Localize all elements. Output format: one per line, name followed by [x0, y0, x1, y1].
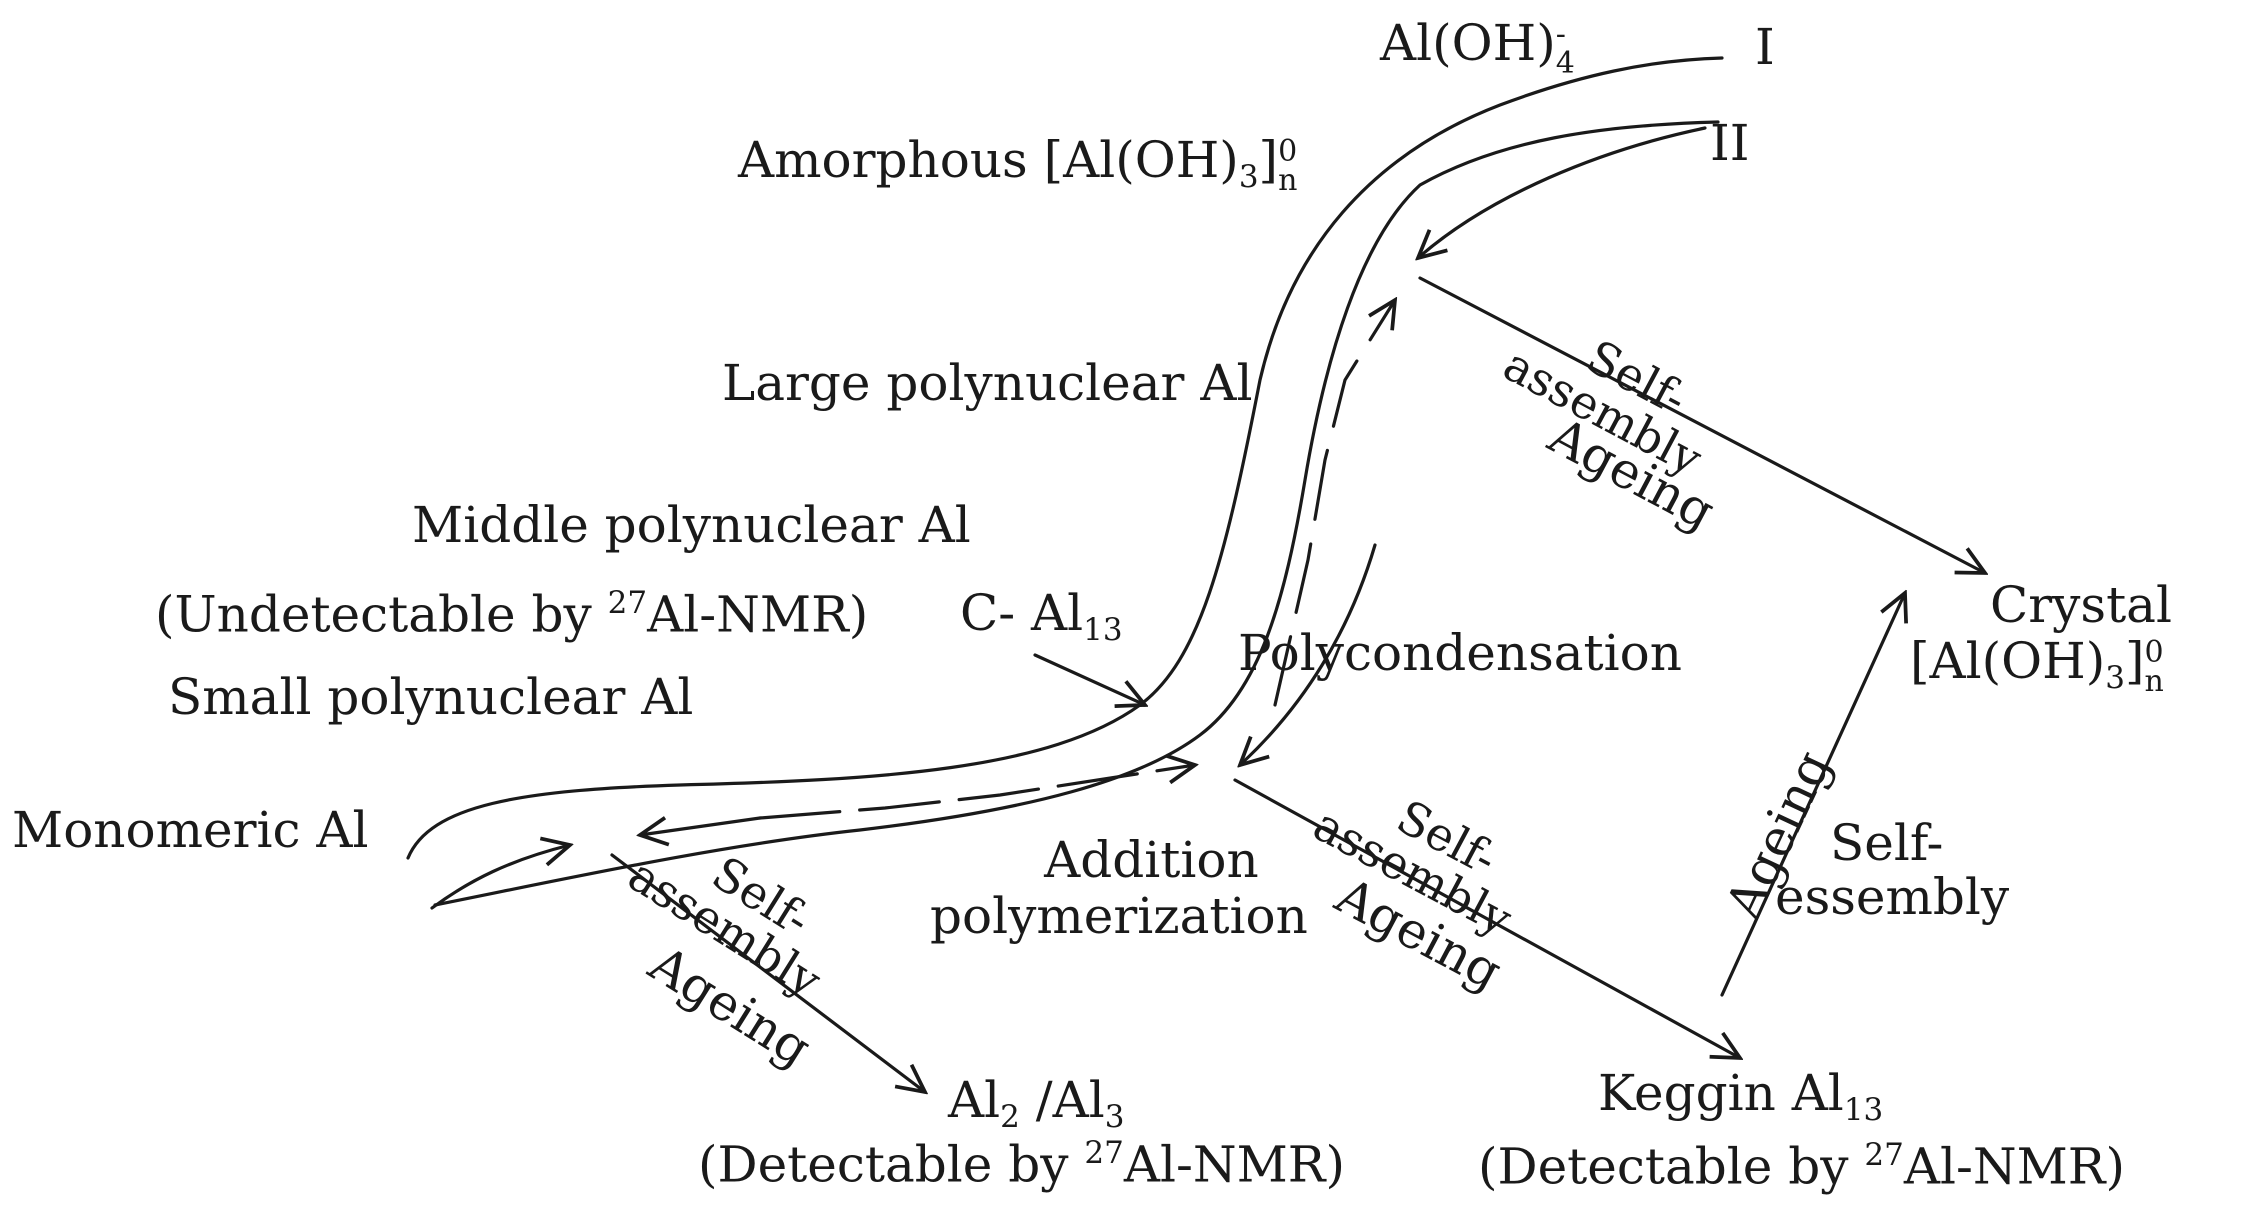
amorphous-charge: 0: [1278, 134, 1298, 169]
keggin-prefix: Keggin Al: [1598, 1064, 1844, 1122]
pathway-I-label: I: [1755, 18, 1775, 76]
aluminate-script: -4: [1555, 17, 1575, 81]
keggin-sub: 13: [1843, 1091, 1884, 1128]
to-al2-al3-arrow: [610, 853, 925, 1092]
al2-prefix: Al: [948, 1071, 1001, 1129]
detectable-right-prefix: (Detectable by: [1478, 1137, 1865, 1196]
addition-polymerization-label: Addition polymerization: [930, 831, 1308, 941]
crystal-sub: 3: [2105, 659, 2125, 696]
crystal-bracket: ]: [2124, 632, 2145, 690]
detectable-left-note: (Detectable by 27Al-NMR): [698, 1138, 1345, 1190]
al2-sub: 2: [1000, 1098, 1020, 1135]
detectable-right-isotope: 27: [1864, 1137, 1904, 1173]
to-keggin-arrow: [1233, 778, 1740, 1058]
polycondensation-label: Polycondensation: [1238, 624, 1682, 682]
crystal-prefix: [Al(OH): [1910, 632, 2106, 690]
detectable-right-note: (Detectable by 27Al-NMR): [1478, 1140, 2125, 1192]
aluminate-label: Al(OH)-4: [1380, 18, 1575, 78]
keggin-label: Keggin Al13: [1598, 1068, 1883, 1126]
al3-sub: 3: [1104, 1098, 1125, 1135]
c-al13-prefix: C- Al: [960, 584, 1084, 642]
al3-prefix: /Al: [1019, 1071, 1105, 1129]
undetectable-note: (Undetectable by 27Al-NMR): [155, 588, 868, 640]
pathway-II-label: II: [1710, 114, 1750, 172]
detectable-right-suffix: Al-NMR): [1903, 1137, 2125, 1196]
polycondensation-up-arrow: [1273, 300, 1395, 707]
pathway-I-curve: [406, 56, 1724, 860]
c-al13-pointer: [1033, 653, 1145, 705]
amorphous-n: n: [1278, 162, 1298, 198]
amorphous-sub: 3: [1238, 158, 1259, 195]
self-essembly-label: Self- essembly: [1775, 818, 2009, 922]
c-al13-label: C- Al13: [960, 588, 1123, 646]
undetectable-prefix: (Undetectable by: [155, 585, 608, 644]
detectable-left-prefix: (Detectable by: [698, 1135, 1085, 1194]
large-polynuclear-label: Large polynuclear Al: [722, 354, 1253, 412]
addition-line2: polymerization: [930, 887, 1308, 945]
to-crystal-upper-arrow: [1418, 276, 1985, 573]
pathway-II-curve: [433, 120, 1720, 907]
aluminate-charge: -: [1555, 17, 1566, 52]
amorphous-bracket: ]: [1258, 131, 1279, 189]
self-essembly-line1: Self-: [1830, 814, 1944, 872]
c-al13-sub: 13: [1083, 611, 1123, 648]
undetectable-isotope: 27: [607, 585, 648, 621]
monomeric-label: Monomeric Al: [12, 801, 369, 859]
aluminate-sub: 4: [1555, 45, 1575, 81]
amorphous-prefix: Amorphous [Al(OH): [738, 131, 1239, 189]
middle-polynuclear-label: Middle polynuclear Al: [412, 496, 971, 554]
addition-line1: Addition: [1044, 831, 1259, 889]
undetectable-suffix: Al-NMR): [647, 585, 869, 644]
detectable-left-suffix: Al-NMR): [1123, 1135, 1345, 1194]
detectable-left-isotope: 27: [1084, 1135, 1124, 1171]
crystal-charge: 0: [2144, 635, 2164, 670]
addition-up-arrow: [758, 765, 1195, 820]
pathway-II-arrow: [1418, 126, 1707, 258]
crystal-n: n: [2144, 663, 2164, 699]
self-essembly-line2: essembly: [1775, 868, 2010, 926]
crystal-title: Crystal: [1990, 576, 2172, 634]
small-polynuclear-label: Small polynuclear Al: [168, 668, 694, 726]
entry-arrow: [430, 845, 570, 910]
polycondensation-down-arrow: [1240, 543, 1377, 765]
aluminate-prefix: Al(OH): [1380, 14, 1556, 72]
addition-down-arrow: [640, 818, 762, 835]
keggin-to-crystal-arrow: [1720, 593, 1905, 997]
al2-al3-label: Al2 /Al3: [948, 1075, 1124, 1133]
